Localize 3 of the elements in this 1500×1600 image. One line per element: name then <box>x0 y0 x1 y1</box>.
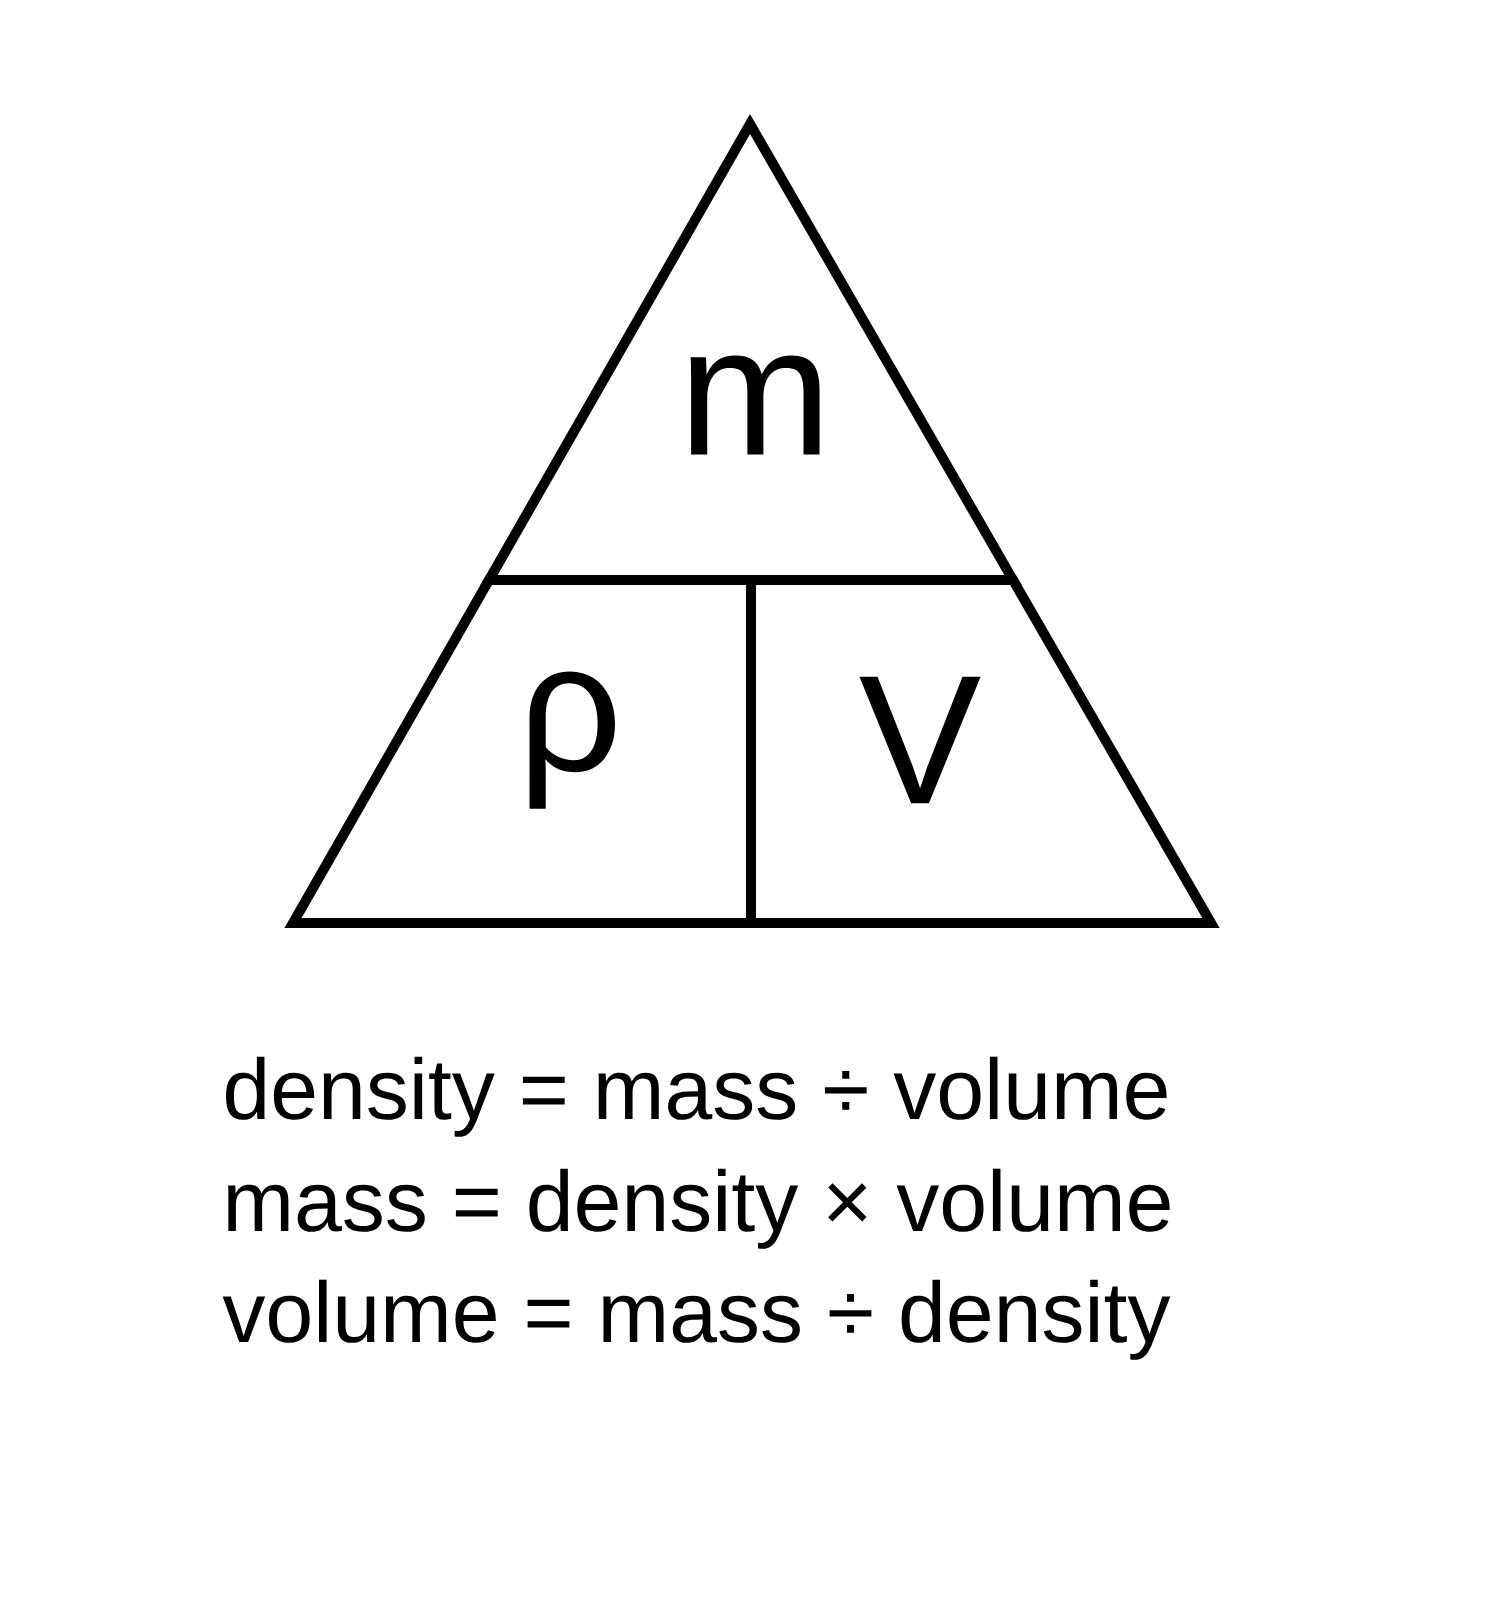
formula-text: density = mass ÷ volume <box>226 1056 1167 1137</box>
formula-text: mass = density × volume <box>228 1168 1170 1249</box>
formula-text: volume = mass ÷ density <box>222 1279 1171 1360</box>
